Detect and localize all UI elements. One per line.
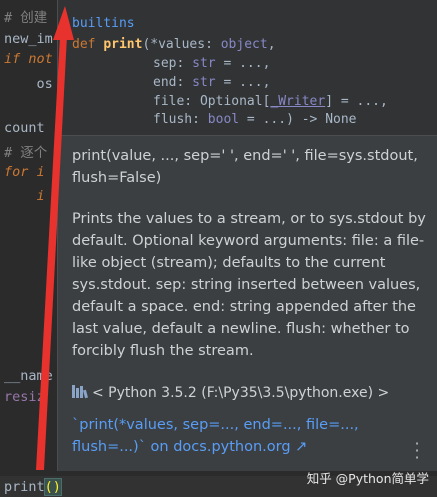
- param-default: ] = ...,: [325, 94, 388, 109]
- param-text: file: Optional[: [153, 94, 271, 109]
- type-annotation: str: [192, 56, 216, 71]
- type-annotation: str: [192, 75, 216, 90]
- signature-line: file: Optional[_Writer] = ...,: [153, 94, 388, 109]
- param-default: = ...) -> None: [239, 112, 357, 127]
- code-line[interactable]: count: [4, 120, 45, 136]
- current-code-line[interactable]: print(): [4, 478, 62, 496]
- type-annotation: object: [220, 37, 268, 52]
- module-name: builtins: [72, 16, 135, 31]
- type-annotation-link[interactable]: _Writer: [270, 94, 326, 109]
- code-line[interactable]: __name: [4, 368, 53, 384]
- param-text: flush:: [153, 112, 208, 127]
- code-line[interactable]: # 逐个: [4, 145, 48, 161]
- code-line[interactable]: i: [4, 188, 45, 204]
- param-text: sep:: [153, 56, 193, 71]
- code-line[interactable]: if not: [4, 51, 53, 67]
- def-keyword: def: [72, 37, 96, 52]
- signature-line: end: str = ...,: [153, 75, 270, 90]
- python-version-label: < Python 3.5.2 (F:\Py35\3.5\python.exe) …: [92, 385, 390, 401]
- param-default: = ...,: [215, 75, 271, 90]
- python-interpreter-info: < Python 3.5.2 (F:\Py35\3.5\python.exe) …: [72, 385, 389, 401]
- quick-documentation-popup[interactable]: builtins def print(*values: object, sep:…: [57, 0, 437, 471]
- code-line[interactable]: for i: [4, 164, 45, 180]
- watermark-text: 知乎 @Python简单学: [306, 471, 429, 486]
- code-line[interactable]: resiz: [4, 389, 45, 405]
- vertical-ellipsis-icon[interactable]: ···: [414, 434, 420, 467]
- signature-line: def print(*values: object,: [72, 37, 276, 52]
- external-docs-link[interactable]: `print(*values, sep=..., end=..., file=.…: [72, 417, 359, 455]
- print-call[interactable]: print: [4, 479, 45, 495]
- param-text: end:: [153, 75, 193, 90]
- signature-line: sep: str = ...,: [153, 56, 270, 71]
- library-icon: [72, 385, 88, 399]
- code-line[interactable]: new_im: [4, 31, 53, 47]
- function-name: print: [103, 37, 143, 52]
- param-text: (*values:: [142, 37, 221, 52]
- signature-panel: builtins def print(*values: object, sep:…: [58, 0, 437, 136]
- param-default: = ...,: [215, 56, 271, 71]
- signature-line: flush: bool = ...) -> None: [153, 112, 357, 127]
- type-annotation: bool: [207, 112, 240, 127]
- doc-description: Prints the values to a stream, or to sys…: [72, 211, 426, 359]
- code-line[interactable]: # 创建: [4, 10, 48, 26]
- code-line[interactable]: os: [4, 76, 53, 92]
- matched-parentheses: (): [43, 478, 62, 496]
- doc-signature: print(value, ..., sep=' ', end=' ', file…: [72, 148, 418, 186]
- current-line-highlight: [0, 476, 437, 497]
